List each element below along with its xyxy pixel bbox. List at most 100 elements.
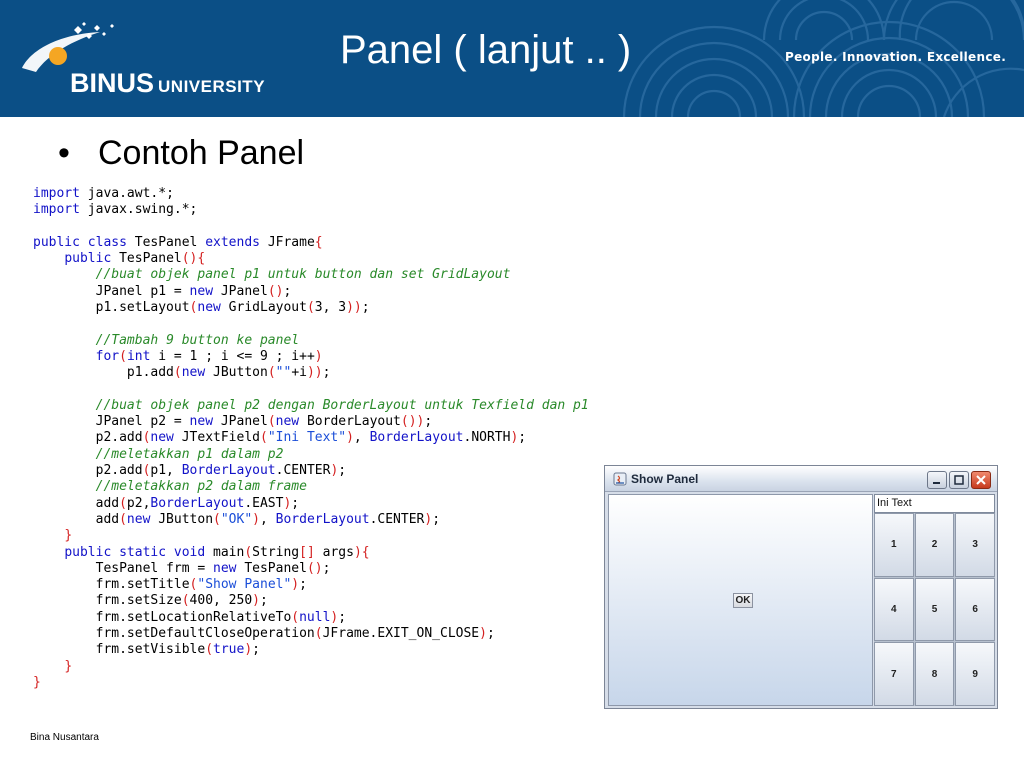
code-token: ; [322,560,331,576]
code-line [33,219,793,235]
code-token: JPanel p1 = [33,283,190,299]
code-token: add [33,511,120,527]
code-token: JPanel p2 = [33,414,190,430]
code-token: //buat objek panel p2 dengan BorderLayou… [95,397,589,413]
code-line: frm.setLocationRelativeTo(null); [33,610,793,626]
maximize-button[interactable] [949,471,969,489]
code-line: frm.setSize(400, 250); [33,593,793,609]
code-line: TesPanel frm = new TesPanel(); [33,561,793,577]
code-line: //buat objek panel p1 untuk button dan s… [33,267,793,283]
code-token: frm.setLocationRelativeTo [33,609,292,625]
code-line: public static void main(String[] args){ [33,545,793,561]
code-token: for [95,348,120,364]
close-button[interactable] [971,471,991,489]
code-token: new [126,511,151,527]
code-line: } [33,675,793,691]
code-token [33,659,64,674]
code-token: ; [283,283,292,299]
grid-button-4[interactable]: 4 [874,577,914,642]
code-token: ( [205,642,214,658]
binus-emblem-icon [22,22,114,72]
code-token: ( [306,300,315,316]
code-token: add [33,495,120,511]
code-token: java.awt. [79,186,159,201]
code-token: ( [119,511,127,527]
minimize-button[interactable] [927,471,947,489]
code-token: } [64,528,73,544]
code-token: BorderLayout [181,463,276,479]
bullet-item: •Contoh Panel [58,134,304,173]
window-titlebar[interactable]: Show Panel [605,466,997,492]
code-token: 400, 250 [189,593,253,609]
code-line: import javax.swing.*; [33,202,793,218]
code-line: public TesPanel(){ [33,251,793,267]
tagline: People. Innovation. Excellence. [785,50,1007,64]
code-token: int [126,348,151,364]
code-token: ; [166,186,174,201]
code-token: new [213,560,237,576]
code-token: ; [432,511,441,527]
code-token: ( [267,414,276,430]
code-token: p2.add [33,463,143,479]
ok-button[interactable]: OK [733,593,753,608]
code-token: ( [244,544,253,560]
code-token: ()) [400,414,425,430]
code-token: JPanel [213,414,268,430]
close-icon [976,475,986,485]
code-token: JPanel [213,283,268,299]
east-panel: Ini Text 1 2 3 4 5 6 7 8 9 [874,494,995,706]
code-token: //Tambah 9 button ke panel [95,332,300,348]
code-token [33,545,64,560]
code-token [33,267,96,282]
code-token: public [64,251,112,267]
grid-button-2[interactable]: 2 [914,513,955,577]
center-ok-area[interactable]: OK [608,494,873,706]
code-token: ( [142,430,151,446]
ini-text-field[interactable]: Ini Text [874,494,995,513]
code-token: } [33,674,41,690]
code-line: //Tambah 9 button ke panel [33,333,793,349]
code-token: p2.add [33,430,143,446]
code-token: ; [361,300,370,316]
grid-button-6[interactable]: 6 [955,577,995,642]
code-token: , [353,430,370,446]
code-token: [] [299,544,315,560]
grid-button-8[interactable]: 8 [914,642,955,706]
code-token: "Ini Text" [267,430,347,446]
code-token: JFrame [260,234,315,250]
code-line: } [33,528,793,544]
grid-button-5[interactable]: 5 [914,577,955,642]
code-token: ) [314,348,323,364]
code-token: p1.setLayout [33,300,190,316]
code-token: JTextField [173,430,260,446]
grid-button-9[interactable]: 9 [955,642,995,706]
code-token: new [197,300,221,316]
grid-button-3[interactable]: 3 [955,513,995,577]
code-token: frm.setDefaultCloseOperation [33,626,315,642]
grid-button-1[interactable]: 1 [874,513,914,577]
code-line: //buat objek panel p2 dengan BorderLayou… [33,398,793,414]
show-panel-window: Show Panel OK Ini Text 1 2 3 4 5 6 7 8 [604,465,998,709]
code-line: //meletakkan p1 dalam p2 [33,447,793,463]
code-line: p2.add(p1, BorderLayout.CENTER); [33,463,793,479]
code-line: p1.add(new JButton(""+i)); [33,365,793,381]
code-token: //meletakkan p1 dalam p2 [95,446,284,462]
code-token: frm.setTitle [33,577,190,593]
code-line: import java.awt.*; [33,186,793,202]
code-token: String [252,544,300,560]
code-token: { [314,234,323,250]
code-token: //buat objek panel p1 untuk button dan s… [95,267,511,283]
code-token: public class [33,234,127,250]
code-token [33,251,64,266]
code-token: ( [142,463,151,479]
code-line [33,382,793,398]
code-token: () [306,560,323,576]
code-line: JPanel p2 = new JPanel(new BorderLayout(… [33,414,793,430]
grid-button-7[interactable]: 7 [874,642,914,706]
code-token: BorderLayout [369,430,464,446]
window-content: OK Ini Text 1 2 3 4 5 6 7 8 9 [608,494,995,706]
code-token: * [181,202,190,218]
code-block: import java.awt.*;import javax.swing.*; … [33,186,793,691]
